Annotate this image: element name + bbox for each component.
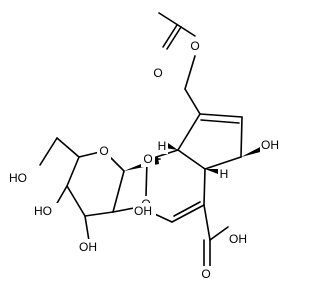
atom-label-glycosidic-o: O — [143, 152, 152, 166]
atom-ho-ch2: HO — [8, 170, 33, 186]
chemical-structure-canvas: O O OH H H O O OH — [8, 12, 283, 282]
bond-c5-c4a — [204, 156, 242, 170]
bond-c7-c6 — [199, 113, 243, 118]
atom-ho-c4: HO — [33, 203, 58, 219]
atom-h-c9: H — [156, 138, 168, 154]
bond-c3p-c2p — [84, 211, 114, 217]
bond-carbonyl-ester-o — [180, 26, 196, 37]
wedge-c5-oh — [241, 146, 264, 157]
bond-ch2-oh — [39, 137, 58, 166]
atom-label-sugar-ring-o: O — [99, 144, 108, 158]
atom-acid-o: O — [199, 266, 213, 282]
bond-c7-c6-double — [200, 119, 240, 124]
label-layer: O O OH H H O O OH — [8, 38, 283, 282]
bond-c4p-oh — [55, 185, 68, 206]
atom-ester-o: O — [188, 38, 202, 54]
atom-label-h-c9: H — [158, 139, 167, 153]
molecule-drawing: O O OH H H O O OH — [8, 12, 283, 282]
atom-sugar-ring-o: O — [97, 143, 111, 159]
atom-label-h-c5: H — [220, 167, 229, 181]
bond-ch2-c7 — [184, 88, 201, 115]
bond-c2p-oh — [112, 207, 135, 213]
atom-oh-c5: OH — [260, 137, 283, 153]
atom-label-ester-o: O — [190, 39, 199, 53]
atom-label-oh-c2: OH — [134, 204, 152, 218]
atom-label-oh-c5: OH — [261, 138, 279, 152]
atom-label-acid-oh: OH — [229, 232, 247, 246]
bond-c5p-ch2 — [56, 137, 80, 158]
bond-c4-c4a — [203, 168, 206, 206]
bond-carbonyl-double-a — [166, 26, 182, 50]
bond-cooh-oh — [209, 226, 229, 241]
atom-carbonyl-o: O — [151, 65, 165, 81]
bond-c4-cooh — [203, 204, 211, 241]
bond-c3-c4-double — [173, 201, 201, 217]
atom-oh-c2: OH — [133, 203, 156, 219]
bond-c4a-c9 — [177, 149, 206, 170]
bond-c5p-c4p — [66, 156, 80, 187]
bond-ester-o-ch2 — [184, 55, 196, 90]
atom-label-oh-c3: OH — [79, 240, 97, 254]
bond-c2p-c1p — [112, 170, 125, 213]
atom-glycosidic-o: O — [141, 151, 155, 167]
bond-c6-c5 — [240, 116, 243, 158]
atom-label-ho-c4: HO — [34, 204, 52, 218]
bond-carbonyl-double-b — [162, 24, 178, 48]
bond-c9-c7 — [177, 113, 201, 151]
bond-c3-c4 — [171, 204, 205, 223]
atom-label-ho-ch2: HO — [9, 171, 27, 185]
atom-oh-c3: OH — [78, 239, 101, 255]
atom-acid-oh: OH — [228, 231, 251, 247]
atom-h-c5: H — [218, 166, 230, 182]
bond-c4p-c3p — [66, 185, 86, 217]
wedge-c9-h — [165, 143, 178, 150]
atom-label-carbonyl-o: O — [153, 66, 162, 80]
bond-layer — [39, 12, 264, 267]
atom-label-acid-o: O — [201, 267, 210, 281]
wedge-c4a-h — [205, 169, 220, 174]
